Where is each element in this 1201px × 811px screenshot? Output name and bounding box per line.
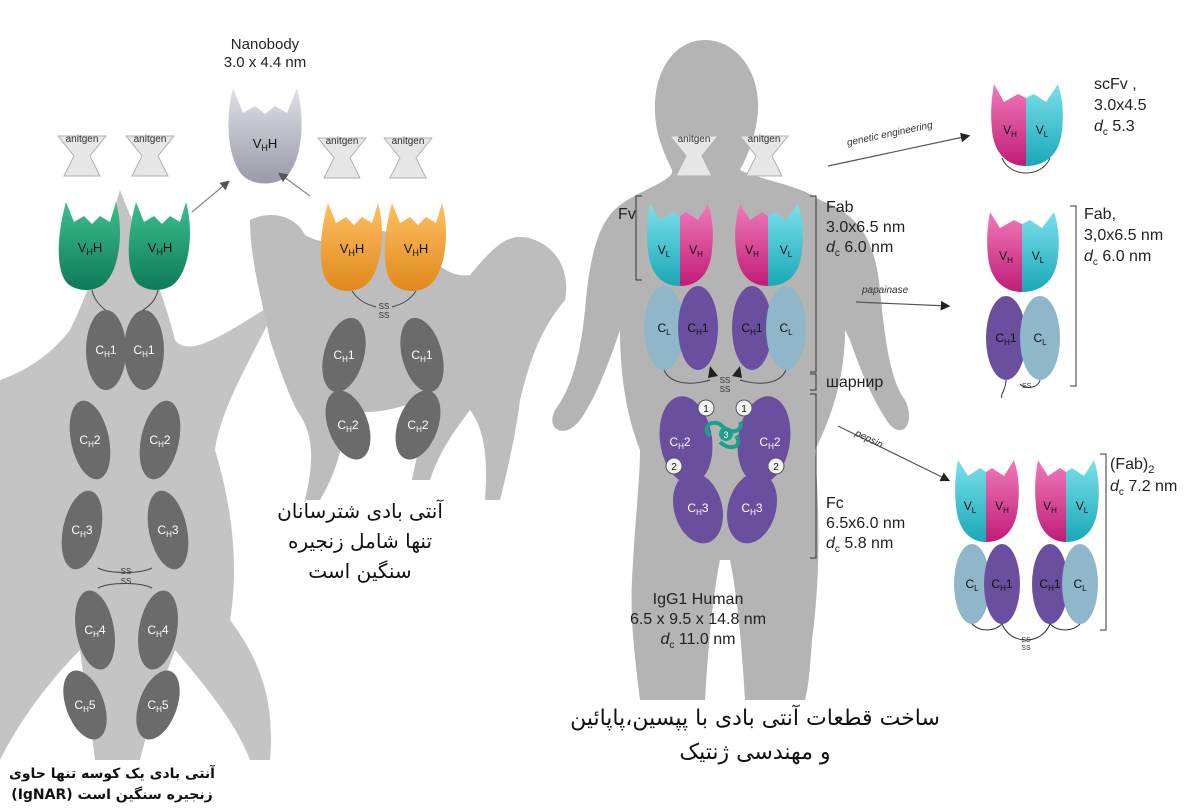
- human-igg-title: IgG1 Human: [618, 590, 778, 610]
- fab2-fragment-diagram: VL VH VH VL CL CH1 CH1 CL SSSS: [950, 446, 1110, 666]
- camel-caption: آنتی بادی شترسانان تنها شامل زنجیره سنگی…: [250, 496, 470, 586]
- dc-symbol: d: [826, 535, 835, 552]
- human-igg-dc-value: 11.0 nm: [679, 631, 736, 648]
- antigen-label: anitgen: [388, 136, 428, 147]
- antigen-label: anitgen: [744, 134, 784, 145]
- fab2-dc-value: 7.2 nm: [1128, 478, 1177, 495]
- camel-vhh-left: [321, 203, 382, 291]
- human-fc-dc-value: 5.8 nm: [844, 535, 893, 552]
- antigen-label: anitgen: [130, 134, 170, 145]
- dc-symbol: d: [1110, 478, 1119, 495]
- fab-fragment-dc: dc 6.0 nm: [1084, 246, 1151, 273]
- fab2-title-subscript: 2: [1148, 464, 1154, 476]
- fab-fragment-title: Fab,: [1084, 204, 1116, 225]
- scfv-vl: [1026, 84, 1063, 166]
- dc-symbol: d: [1094, 118, 1103, 135]
- shark-caption-line1: آنتی بادی یک کوسه تنها حاوی: [2, 764, 222, 785]
- fab2-title-text: (Fab): [1110, 456, 1148, 473]
- dc-subscript: c: [1093, 257, 1098, 268]
- svg-text:SS: SS: [379, 302, 390, 311]
- svg-text:SS: SS: [1022, 383, 1032, 390]
- fab-fragment-size: 3,0x6.5 nm: [1084, 225, 1163, 246]
- shark-ignar-diagram: VHH VHH CH1 CH1 CH2 CH2 CH3 CH3 CH4 CH4 …: [40, 190, 210, 750]
- scfv-size: 3.0x4.5: [1094, 95, 1146, 116]
- dc-subscript: c: [669, 640, 674, 651]
- human-igg-dc: dc 11.0 nm: [618, 630, 778, 656]
- human-fc-size: 6.5x6.0 nm: [826, 514, 905, 534]
- scfv-title: scFv ,: [1094, 74, 1137, 95]
- antigen-label: anitgen: [62, 134, 102, 145]
- camel-vhh-right: [385, 203, 446, 291]
- shark-vhh-right: [129, 202, 190, 290]
- shark-caption: آنتی بادی یک کوسه تنها حاوی زنجیره سنگین…: [2, 764, 222, 806]
- human-fc-dc: dc 5.8 nm: [826, 534, 893, 560]
- dc-subscript: c: [835, 544, 840, 555]
- svg-text:SS: SS: [121, 567, 132, 576]
- shark-vhh-left: [59, 202, 120, 290]
- shark-caption-line2: زنجیره سنگین است (IgNAR): [2, 785, 222, 806]
- human-caption-line1: ساخت قطعات آنتی بادی با پپسین،پاپائین: [555, 702, 955, 736]
- papain-arrow: [856, 302, 948, 306]
- fab-fragment-diagram: SS VH VL CH1 CL: [980, 200, 1090, 400]
- camel-caption-line3: سنگین است: [250, 556, 470, 586]
- svg-text:SS: SS: [121, 577, 132, 586]
- svg-text:SS: SS: [1021, 637, 1031, 644]
- human-caption-line2: و مهندسی ژنتیک: [555, 736, 955, 770]
- antigen-label: anitgen: [674, 134, 714, 145]
- human-caption: ساخت قطعات آنتی بادی با پپسین،پاپائین و …: [555, 702, 955, 770]
- human-brackets: [600, 190, 840, 570]
- camel-hcab-diagram: VHH VHH SSSS CH1 CH1 CH2 CH2: [300, 195, 460, 465]
- camel-caption-line1: آنتی بادی شترسانان: [250, 496, 470, 526]
- scfv-dc: dc 5.3: [1094, 116, 1135, 143]
- fab2-dc: dc 7.2 nm: [1110, 476, 1177, 503]
- scfv-dc-value: 5.3: [1112, 118, 1134, 135]
- antigen-label: anitgen: [322, 136, 362, 147]
- fab-vl: [1022, 212, 1059, 292]
- dc-subscript: c: [1119, 487, 1124, 498]
- human-igg-size: 6.5 x 9.5 x 14.8 nm: [608, 610, 788, 630]
- camel-caption-line2: تنها شامل زنجیره: [250, 526, 470, 556]
- dc-subscript: c: [1103, 127, 1108, 138]
- svg-text:SS: SS: [379, 311, 390, 320]
- svg-text:SS: SS: [1021, 645, 1031, 652]
- human-fv-label: Fv: [618, 206, 636, 224]
- papain-label: papainase: [862, 285, 908, 296]
- fab-fragment-dc-value: 6.0 nm: [1102, 248, 1151, 265]
- scfv-diagram: VH VL: [984, 74, 1084, 184]
- dc-symbol: d: [1084, 248, 1093, 265]
